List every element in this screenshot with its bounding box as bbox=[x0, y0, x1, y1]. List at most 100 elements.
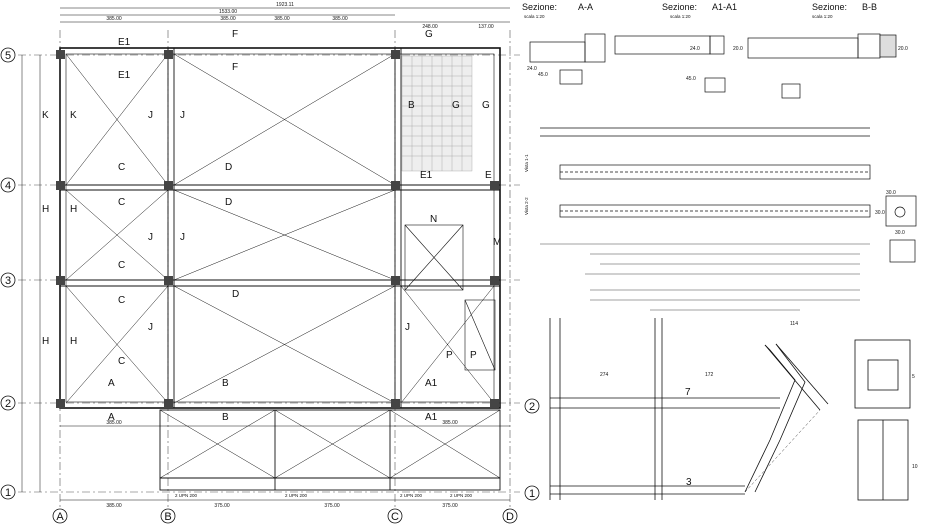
zone-d-3: D bbox=[232, 289, 239, 300]
section-b-label: Sezione: bbox=[812, 2, 847, 12]
frame-notes: 2 UPN 200 2 UPN 200 2 UPN 200 2 UPN 200 bbox=[175, 493, 473, 498]
section-b-scale: scala 1:20 bbox=[812, 14, 833, 19]
col-label-a: A bbox=[56, 511, 64, 523]
section-titles: Sezione: A-A Sezione: A1-A1 Sezione: B-B… bbox=[522, 2, 877, 19]
zone-b-lower: B bbox=[222, 412, 229, 423]
zone-p-1: P bbox=[446, 350, 453, 361]
col-bubble-c bbox=[387, 508, 403, 524]
dim-span-4: 385.00 bbox=[332, 16, 348, 22]
section-b-dim: 20.0 bbox=[898, 46, 908, 52]
beam-dim-top: 30.0 bbox=[886, 190, 896, 196]
frame-note-3: 2 UPN 200 bbox=[400, 493, 423, 498]
stair-labels: 7 3 274 172 114 5 10 bbox=[600, 321, 918, 488]
stair-label-3: 3 bbox=[686, 477, 692, 488]
zone-a1-upper: A1 bbox=[425, 378, 438, 389]
dimension-lines bbox=[21, 7, 510, 501]
col-label-c: C bbox=[391, 511, 399, 523]
zone-d-1: D bbox=[225, 162, 232, 173]
grid-bubbles bbox=[0, 47, 540, 524]
section-a1-dim-2: 45.0 bbox=[686, 76, 696, 82]
beam-dim-side: 30.0 bbox=[875, 210, 885, 216]
stair-elevation bbox=[549, 318, 911, 501]
row-label-2-detail: 2 bbox=[529, 401, 535, 413]
section-a1-dim-1: 24.0 bbox=[690, 46, 700, 52]
stair-dim-5: 10 bbox=[912, 464, 918, 470]
zone-j-5: J bbox=[148, 322, 153, 333]
frame-note-2: 2 UPN 200 bbox=[285, 493, 308, 498]
section-a-scale: scala 1:20 bbox=[524, 14, 545, 19]
zone-p-2: P bbox=[470, 350, 477, 361]
zone-j-6: J bbox=[405, 322, 410, 333]
zone-e: E bbox=[485, 170, 492, 181]
zone-m: M bbox=[493, 237, 501, 248]
zone-f-top: F bbox=[232, 29, 238, 40]
zone-n: N bbox=[430, 214, 437, 225]
frame-note-1: 2 UPN 200 bbox=[175, 493, 198, 498]
zone-j-3: J bbox=[148, 232, 153, 243]
dim-span-1: 385.00 bbox=[106, 16, 122, 22]
row-bubble-1-detail bbox=[524, 485, 540, 501]
row-bubble-4 bbox=[0, 177, 16, 193]
zone-h-2: H bbox=[70, 204, 77, 215]
beam-dim-bottom: 30.0 bbox=[895, 230, 905, 236]
row-label-4: 4 bbox=[5, 180, 11, 192]
zone-g-top: G bbox=[425, 29, 433, 40]
steel-frame bbox=[159, 409, 501, 491]
stair-opening bbox=[404, 224, 496, 371]
zone-c-4: C bbox=[118, 295, 125, 306]
row-label-2: 2 bbox=[5, 398, 11, 410]
stair-dim-4: 5 bbox=[912, 374, 915, 380]
dim-overall: 1533.00 bbox=[219, 9, 237, 15]
dim-bottom-1: 385.00 bbox=[106, 503, 122, 509]
zone-g-2: G bbox=[482, 100, 490, 111]
stair-label-7: 7 bbox=[685, 387, 691, 398]
section-a-dim-2: 45.0 bbox=[538, 72, 548, 78]
col-label-b: B bbox=[164, 511, 171, 523]
dim-lower-2: 385.00 bbox=[442, 420, 458, 426]
zone-d-2: D bbox=[225, 197, 232, 208]
zone-c-1: C bbox=[118, 162, 125, 173]
slab-diagonals bbox=[65, 53, 495, 404]
section-drawings bbox=[529, 33, 897, 99]
zone-g-1: G bbox=[452, 100, 460, 111]
dim-span-6: 137.00 bbox=[478, 24, 494, 30]
row-label-1: 1 bbox=[5, 487, 11, 499]
zone-b-upper: B bbox=[222, 378, 229, 389]
zone-b-top: B bbox=[408, 100, 415, 111]
row-bubble-3 bbox=[0, 272, 16, 288]
zone-e1-top: E1 bbox=[118, 37, 131, 48]
section-a-id: A-A bbox=[578, 2, 593, 12]
stair-dim-2: 172 bbox=[705, 372, 714, 378]
zone-a-lower: A bbox=[108, 412, 115, 423]
hatched-slab bbox=[401, 55, 473, 172]
dimension-texts: 1923.11 1533.00 385.00 385.00 385.00 385… bbox=[106, 2, 494, 509]
stair-dim-3: 114 bbox=[790, 321, 798, 327]
dim-bottom-2: 375.00 bbox=[214, 503, 230, 509]
frame-note-4: 2 UPN 200 bbox=[450, 493, 473, 498]
dim-span-3: 385.00 bbox=[274, 16, 290, 22]
col-bubble-d bbox=[502, 508, 518, 524]
zone-k-left: K bbox=[42, 110, 49, 121]
beam-elevations bbox=[540, 127, 917, 311]
dim-bottom-3: 375.00 bbox=[324, 503, 340, 509]
columns bbox=[56, 50, 499, 408]
zone-j-1: J bbox=[148, 110, 153, 121]
row-label-3: 3 bbox=[5, 275, 11, 287]
col-bubble-b bbox=[160, 508, 176, 524]
zone-j-2: J bbox=[180, 110, 185, 121]
zone-c-2: C bbox=[118, 197, 125, 208]
beams bbox=[60, 48, 500, 408]
section-a-label: Sezione: bbox=[522, 2, 557, 12]
row-bubble-5 bbox=[0, 47, 16, 63]
zone-letters: E1 F F G E1 K K J J B G G C C D H H C J … bbox=[42, 29, 501, 423]
zone-h-4: H bbox=[70, 336, 77, 347]
zone-f-mid: F bbox=[232, 62, 238, 73]
col-bubble-a bbox=[52, 508, 68, 524]
beam-view-1: Vista 1-1 bbox=[524, 154, 529, 172]
dim-span-5: 248.00 bbox=[422, 24, 438, 30]
zone-a-upper: A bbox=[108, 378, 115, 389]
dim-bottom-4: 375.00 bbox=[442, 503, 458, 509]
row-label-5: 5 bbox=[5, 50, 11, 62]
section-a-dim-1: 24.0 bbox=[527, 66, 537, 72]
